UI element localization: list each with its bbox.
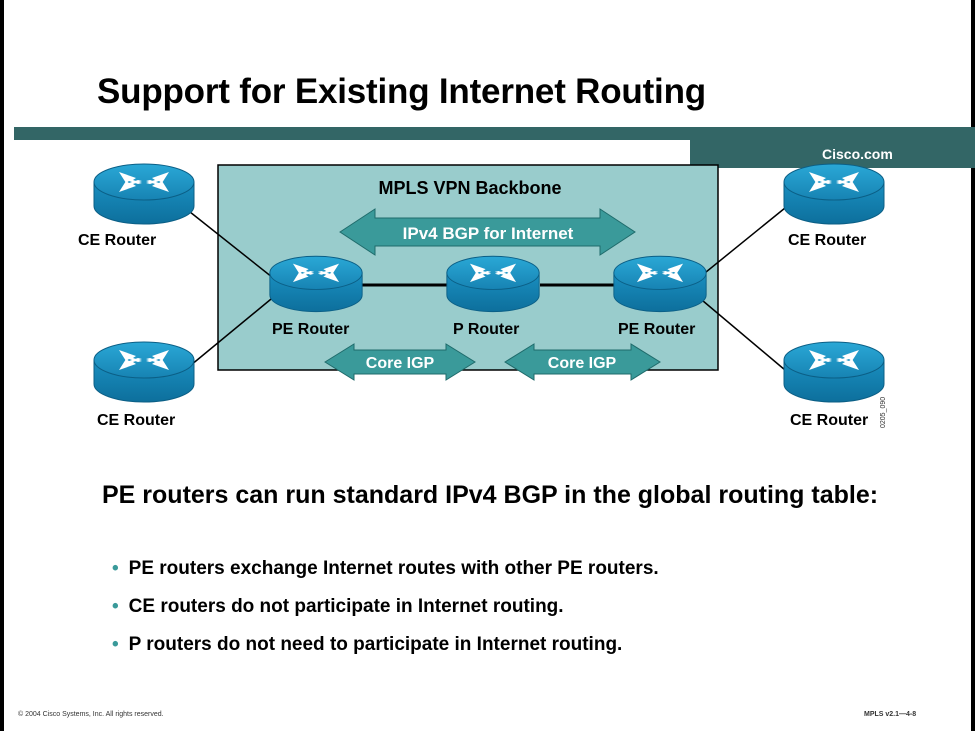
router-icon bbox=[93, 163, 195, 225]
router-icon bbox=[783, 341, 885, 403]
bullet-text: PE routers exchange Internet routes with… bbox=[128, 558, 659, 579]
ce-router-top-right-label: CE Router bbox=[788, 232, 866, 249]
router-icon bbox=[93, 341, 195, 403]
core-igp-left-arrow bbox=[324, 343, 476, 381]
core-igp-right-arrow bbox=[504, 343, 661, 381]
figure-id: 0205_090 bbox=[880, 397, 887, 428]
bullet-dot-icon: • bbox=[112, 634, 119, 655]
bullet-text: P routers do not need to participate in … bbox=[128, 634, 623, 655]
core-igp-left-label: Core IGP bbox=[366, 355, 435, 372]
ce-router-bottom-left-label: CE Router bbox=[97, 412, 175, 429]
bullet-dot-icon: • bbox=[112, 596, 119, 617]
slide-title: Support for Existing Internet Routing bbox=[97, 72, 706, 111]
content-heading: PE routers can run standard IPv4 BGP in … bbox=[102, 481, 879, 509]
router-icon bbox=[446, 255, 540, 313]
ce-router-bottom-right-label: CE Router bbox=[790, 412, 868, 429]
header-bar bbox=[14, 127, 975, 168]
router-icon bbox=[613, 255, 707, 313]
bullet-text: CE routers do not participate in Interne… bbox=[128, 596, 564, 617]
copyright-footer: © 2004 Cisco Systems, Inc. All rights re… bbox=[18, 711, 164, 718]
bgp-double-arrow bbox=[339, 208, 636, 256]
frame-left-border bbox=[0, 0, 4, 731]
p-router-label: P Router bbox=[453, 321, 519, 338]
pe-router-right-label: PE Router bbox=[618, 321, 695, 338]
list-item: • P routers do not need to participate in… bbox=[112, 634, 659, 672]
pe-router-left-label: PE Router bbox=[272, 321, 349, 338]
list-item: • PE routers exchange Internet routes wit… bbox=[112, 558, 659, 596]
bullet-list: • PE routers exchange Internet routes wit… bbox=[112, 558, 659, 672]
bgp-arrow-label: IPv4 BGP for Internet bbox=[403, 224, 574, 243]
core-igp-right-label: Core IGP bbox=[548, 355, 617, 372]
router-icon bbox=[783, 163, 885, 225]
ce-router-top-left-label: CE Router bbox=[78, 232, 156, 249]
router-icon bbox=[269, 255, 363, 313]
bullet-dot-icon: • bbox=[112, 558, 119, 579]
backbone-label: MPLS VPN Backbone bbox=[378, 178, 561, 198]
list-item: • CE routers do not participate in Intern… bbox=[112, 596, 659, 634]
link-lines bbox=[184, 207, 786, 371]
course-code-footer: MPLS v2.1—4-8 bbox=[864, 711, 917, 718]
cisco-brand-label: Cisco.com bbox=[822, 146, 893, 162]
frame-right-border bbox=[971, 0, 975, 731]
